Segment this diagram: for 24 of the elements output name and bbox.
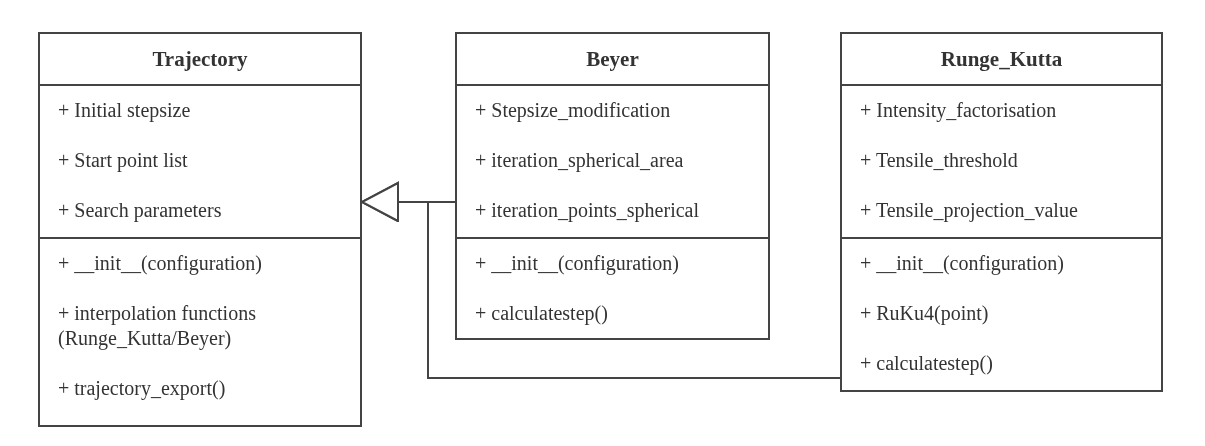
inheritance-arrow [361,182,841,379]
class-box [455,32,770,340]
class-name: Trajectory [152,46,248,72]
method-text: + RuKu4(point) [860,301,989,326]
attribute-text: + Tensile_threshold [860,148,1018,173]
attribute-text: + Stepsize_modification [475,98,671,123]
attribute-text: + iteration_spherical_area [475,148,684,173]
attribute-text: + Start point list [58,148,188,173]
method-text: + __init__(configuration) [58,251,262,276]
method-text: + interpolation functions (Runge_Kutta/Beyer) [58,301,257,351]
method-text: + __init__(configuration) [860,251,1064,276]
attribute-text: + Tensile_projection_value [860,198,1078,223]
method-text: + calculatestep() [475,301,608,326]
method-text: + trajectory_export() [58,376,226,401]
class-box [38,32,362,427]
attribute-text: + Initial stepsize [58,98,191,123]
attribute-text: + iteration_points_spherical [475,198,699,223]
method-text: + __init__(configuration) [475,251,679,276]
attribute-text: + Search parameters [58,198,222,223]
class-name: Beyer [586,46,639,72]
class-name: Runge_Kutta [940,46,1063,72]
attribute-text: + Intensity_factorisation [860,98,1057,123]
class-box [840,32,1163,392]
method-text: + calculatestep() [860,351,993,376]
